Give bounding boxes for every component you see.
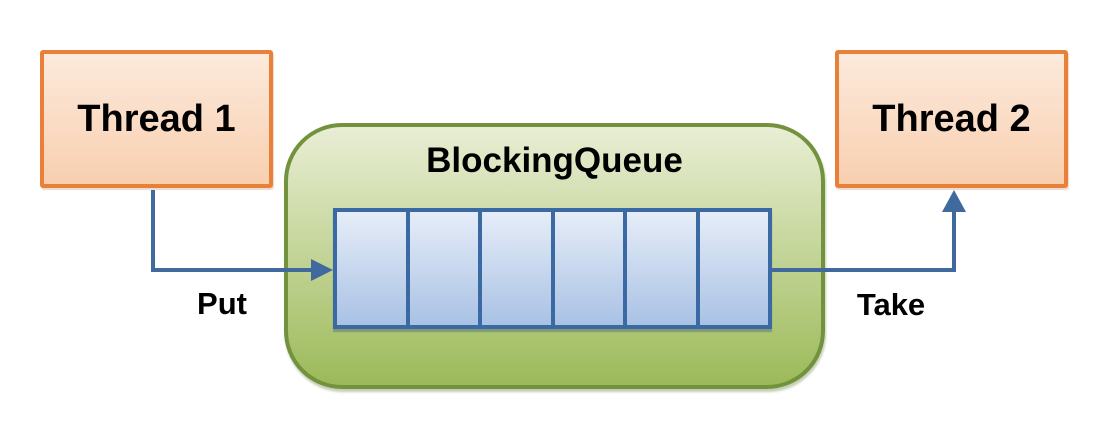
queue-cell xyxy=(478,212,551,325)
thread2-label: Thread 2 xyxy=(872,97,1031,140)
take-arrow-vertical-segment xyxy=(952,209,956,272)
queue-cell xyxy=(695,212,768,325)
put-arrow-horizontal-segment xyxy=(151,268,314,272)
queue-cell xyxy=(337,212,406,325)
thread2-box: Thread 2 xyxy=(835,50,1068,188)
take-arrow-horizontal-segment xyxy=(771,268,956,272)
thread1-box: Thread 1 xyxy=(40,50,273,188)
put-arrow-vertical-segment xyxy=(151,190,155,272)
put-label: Put xyxy=(197,286,247,321)
queue-cells-strip xyxy=(333,208,772,329)
queue-cell xyxy=(623,212,696,325)
blocking-queue-title: BlockingQueue xyxy=(426,141,683,180)
take-arrowhead-icon xyxy=(942,190,966,212)
thread1-label: Thread 1 xyxy=(77,97,236,140)
put-arrowhead-icon xyxy=(311,259,333,281)
queue-cell xyxy=(405,212,478,325)
queue-cell xyxy=(550,212,623,325)
take-label: Take xyxy=(856,287,926,322)
